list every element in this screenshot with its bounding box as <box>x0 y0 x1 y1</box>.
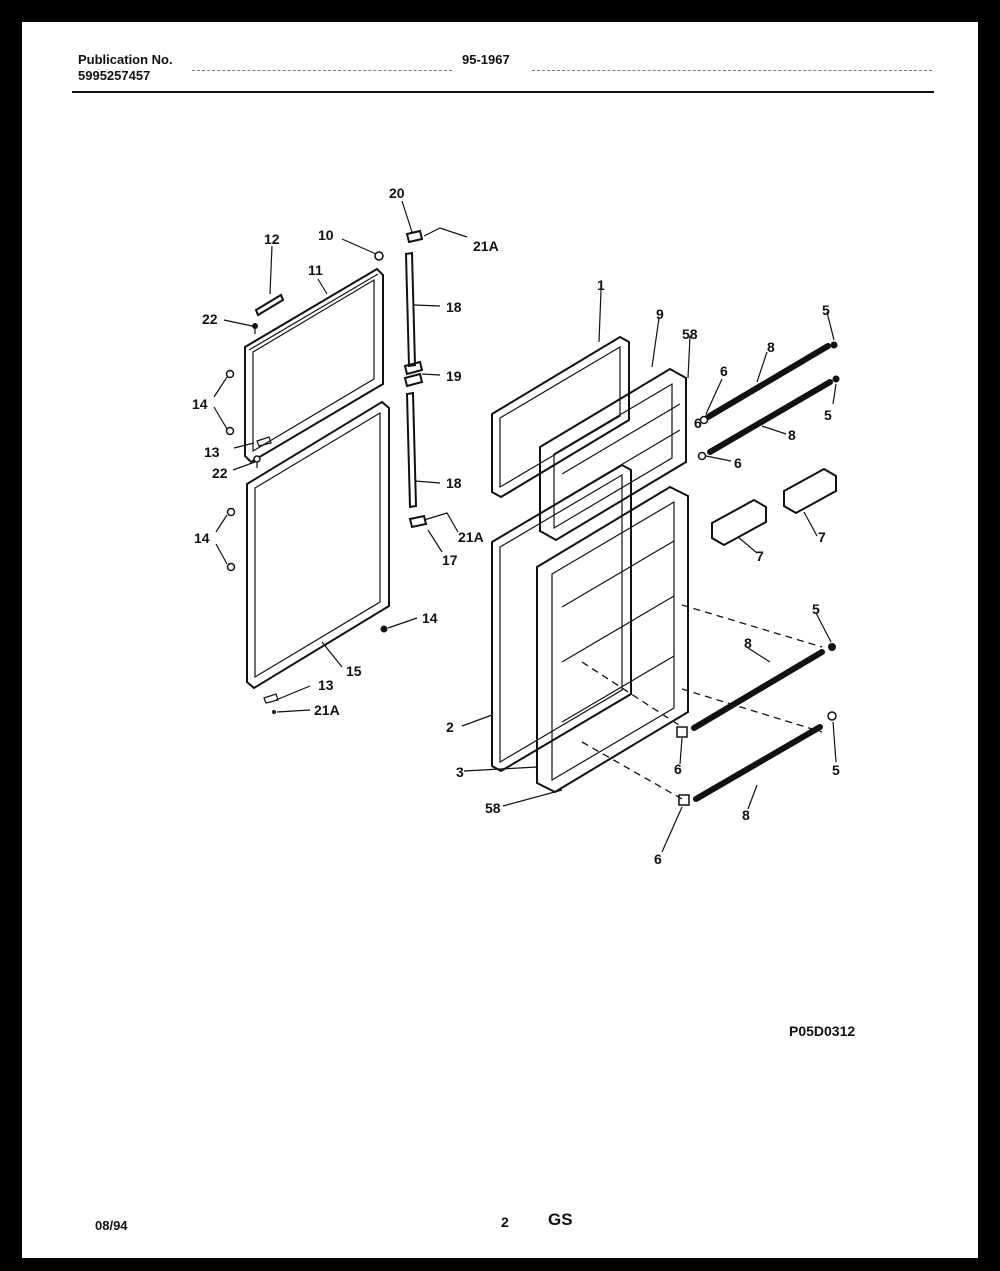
callout-8-second: 8 <box>788 427 796 443</box>
dairy-bin-7b <box>783 467 837 515</box>
callout-21a-bottom: 21A <box>314 702 340 718</box>
hinge-13-upper <box>256 436 272 447</box>
callout-22-upper: 22 <box>202 311 218 327</box>
callout-6-d: 6 <box>674 761 682 777</box>
shelf-bar-8b <box>707 379 833 455</box>
parts-diagram-page: Publication No. 5995257457 95-1967 <box>22 22 978 1258</box>
upper-gasket-frame <box>244 267 384 464</box>
screw-22-lower <box>253 455 261 468</box>
callout-11: 11 <box>308 262 323 278</box>
hinge-20 <box>405 229 424 244</box>
hinge-17 <box>408 514 428 529</box>
callout-15: 15 <box>346 663 362 679</box>
freezer-door-gasket-1 <box>491 335 630 499</box>
shelf-bar-8c <box>691 649 825 731</box>
callout-8-third: 8 <box>744 635 752 651</box>
callout-20: 20 <box>389 185 405 201</box>
shelf-bar-8a <box>705 343 831 420</box>
handle-18-lower <box>405 391 418 509</box>
callout-17: 17 <box>442 552 458 568</box>
callout-13-lower: 13 <box>318 677 334 693</box>
callout-14-middle: 14 <box>194 530 210 546</box>
callout-9: 9 <box>656 306 664 322</box>
callout-13-upper: 13 <box>204 444 220 460</box>
callout-8-bottom: 8 <box>742 807 750 823</box>
assembly-dash-guides <box>581 604 823 800</box>
callout-18-upper: 18 <box>446 299 462 315</box>
model-code: 95-1967 <box>462 52 510 67</box>
header-dotted-leader-right <box>532 70 932 71</box>
callout-10: 10 <box>318 227 334 243</box>
fresh-food-door-liner-3 <box>536 485 689 794</box>
freezer-door-liner-9 <box>539 367 687 542</box>
callout-21a-top: 21A <box>473 238 499 254</box>
fresh-food-door-gasket-2 <box>491 463 632 773</box>
callout-5-top: 5 <box>822 302 830 318</box>
callout-5-third: 5 <box>812 601 820 617</box>
screw-cap-10 <box>374 251 384 261</box>
end-caps-6 <box>676 415 709 806</box>
shelf-bar-8d <box>693 724 823 802</box>
end-caps-5 <box>827 341 840 721</box>
callout-2: 2 <box>446 719 454 735</box>
callout-5-bottom: 5 <box>832 762 840 778</box>
callout-6-b: 6 <box>694 415 702 431</box>
callout-5-second: 5 <box>824 407 832 423</box>
callout-58-bottom: 58 <box>485 800 501 816</box>
callout-6-a: 6 <box>720 363 728 379</box>
exploded-view-diagram: 20 21A 12 10 11 18 22 19 14 13 22 18 14 … <box>95 185 855 1233</box>
callout-3: 3 <box>456 764 464 780</box>
publication-label: Publication No. <box>78 52 173 67</box>
callout-22-lower: 22 <box>212 465 228 481</box>
upper-gasket-strip-12 <box>254 293 285 317</box>
callout-1: 1 <box>597 277 605 293</box>
rings-14-lower <box>226 507 388 633</box>
lower-gasket-frame-15 <box>246 400 390 690</box>
leader-lines <box>213 200 837 853</box>
rings-14-upper <box>225 369 235 436</box>
callout-18-lower: 18 <box>446 475 462 491</box>
hinge-13-lower <box>263 693 279 714</box>
callout-7-left: 7 <box>756 548 764 564</box>
callout-12: 12 <box>264 231 280 247</box>
callout-58-top: 58 <box>682 326 698 342</box>
callout-6-e: 6 <box>654 851 662 867</box>
handle-18-upper <box>404 251 417 368</box>
callout-6-c: 6 <box>734 455 742 471</box>
callout-19: 19 <box>446 368 462 384</box>
header-rule <box>72 91 934 93</box>
handle-cap-19 <box>403 360 424 388</box>
callout-14-upper: 14 <box>192 396 208 412</box>
screw-22-upper <box>252 323 258 334</box>
dairy-bin-7a <box>711 498 767 547</box>
publication-number: 5995257457 <box>78 68 151 83</box>
figure-code: P05D0312 <box>789 1023 855 1039</box>
footer-section-code: GS <box>548 1210 573 1229</box>
footer-date: 08/94 <box>95 1218 128 1233</box>
callout-labels: 20 21A 12 10 11 18 22 19 14 13 22 18 14 … <box>192 185 840 867</box>
callout-21a-middle: 21A <box>458 529 484 545</box>
callout-8-top: 8 <box>767 339 775 355</box>
callout-14-lower: 14 <box>422 610 438 626</box>
footer-page-number: 2 <box>501 1214 509 1230</box>
callout-7-right: 7 <box>818 529 826 545</box>
header-dotted-leader <box>192 70 452 71</box>
